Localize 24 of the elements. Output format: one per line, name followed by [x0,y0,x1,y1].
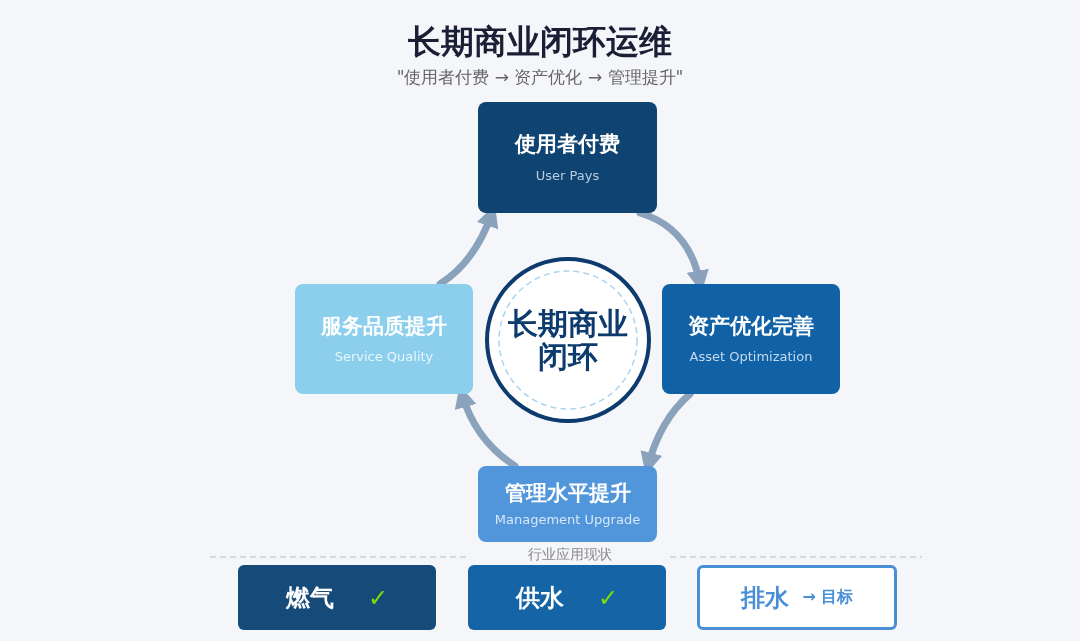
process-box [662,284,840,394]
box-title: 排水 [740,582,789,614]
box-title: 服务品质提升 [321,313,447,340]
status-box [238,565,436,630]
check-mark: ✓ [597,583,619,612]
target-text: → 目标 [802,587,854,608]
process-box [478,102,657,213]
circle-title: 长期商业闭环 [507,307,629,373]
box-subtitle: User Pays [535,167,600,183]
title: 长期商业闭环运维 [407,21,673,63]
box-title: 资产优化完善 [688,313,814,340]
box-title: 供水 [515,582,564,614]
box-title: 管理水平提升 [504,480,631,507]
status-box [468,565,666,630]
check-mark: ✓ [367,583,389,612]
box-subtitle: Management Upgrade [494,512,641,528]
box-subtitle: Service Quality [334,349,434,365]
process-box [295,284,473,394]
box-title: 使用者付费 [515,132,620,158]
process-box [478,466,657,542]
status-box [697,565,897,630]
box-title: 燃气 [285,582,334,614]
subtitle: "使用者付费 → 资产优化 → 管理提升" [395,66,685,89]
box-subtitle: Asset Optimization [689,349,813,365]
